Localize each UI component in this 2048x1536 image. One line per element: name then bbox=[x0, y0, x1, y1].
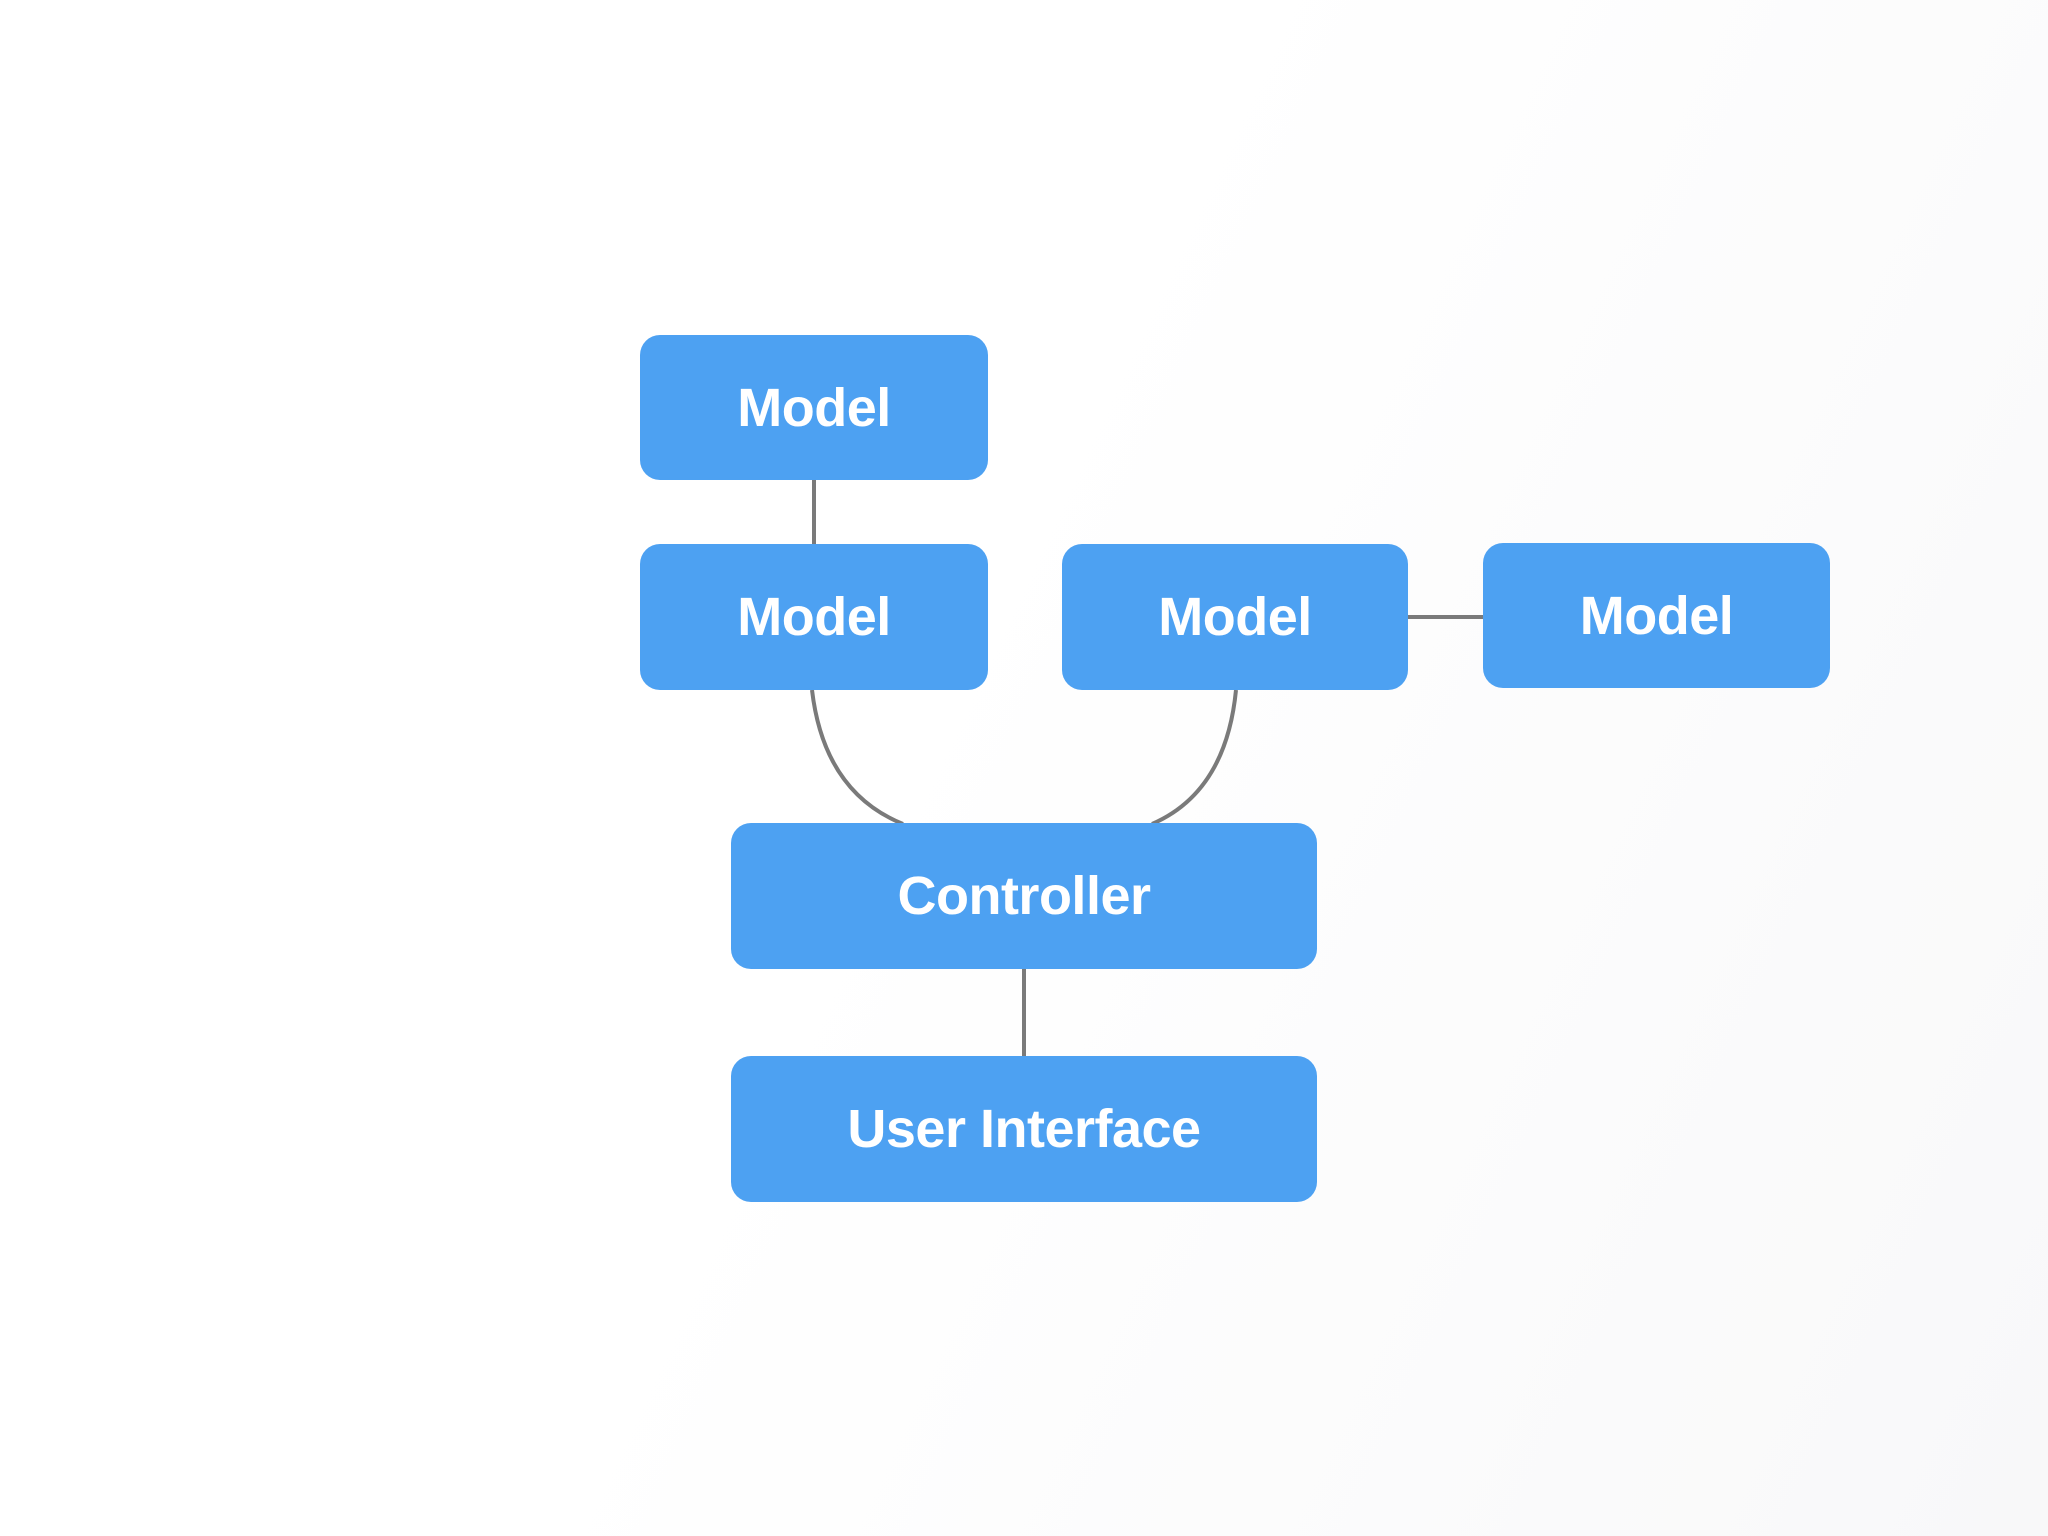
node-label: Model bbox=[737, 377, 891, 438]
connector-model-mid-to-controller bbox=[1151, 689, 1238, 826]
node-model-right[interactable]: Model bbox=[1483, 543, 1830, 688]
node-label: Model bbox=[1158, 587, 1312, 647]
node-label: Model bbox=[737, 587, 891, 647]
connector-model-left-to-controller bbox=[810, 689, 904, 826]
node-model-mid[interactable]: Model bbox=[1062, 544, 1408, 690]
node-label: Controller bbox=[897, 866, 1151, 926]
node-label: User Interface bbox=[847, 1099, 1201, 1159]
node-model-left[interactable]: Model bbox=[640, 544, 988, 690]
node-model-top[interactable]: Model bbox=[640, 335, 988, 480]
node-label: Model bbox=[1579, 585, 1734, 646]
node-controller[interactable]: Controller bbox=[731, 823, 1317, 969]
node-user-interface[interactable]: User Interface bbox=[731, 1056, 1317, 1202]
